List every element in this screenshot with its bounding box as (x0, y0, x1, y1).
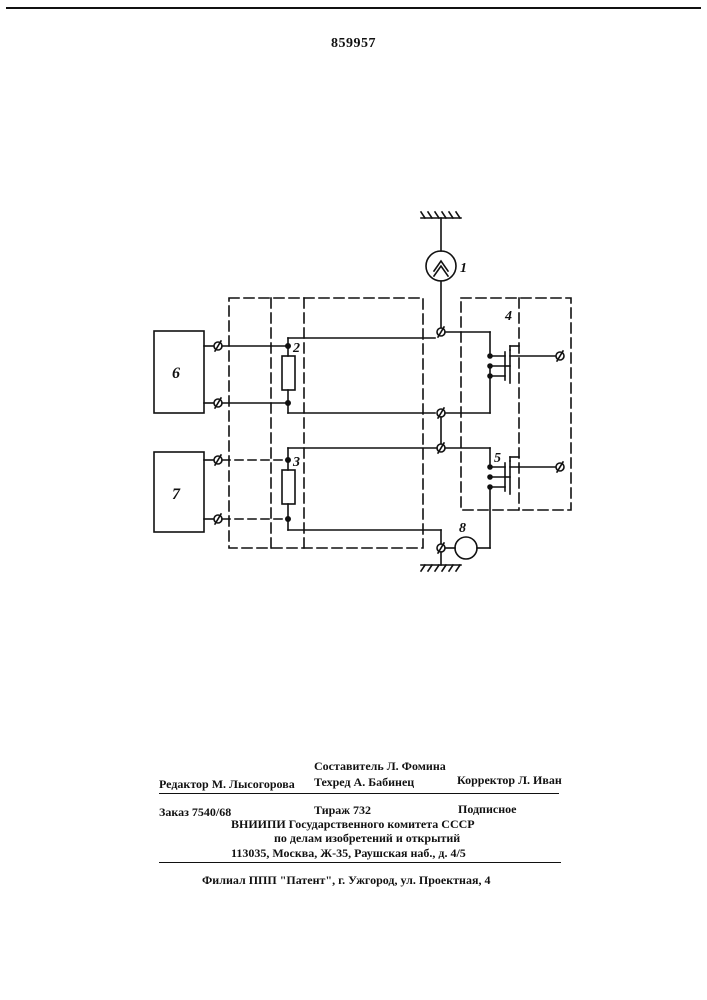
switch-5 (488, 461, 555, 548)
imprint-tech-editor: Техред А. Бабинец (314, 775, 414, 789)
imprint-subscription: Подписное (458, 802, 516, 816)
imprint-order: Заказ 7540/68 (159, 805, 231, 819)
label-meter-8: 8 (459, 521, 466, 536)
ground-symbol-bottom (421, 565, 461, 571)
meter-8 (455, 537, 477, 559)
imprint-org-line1: ВНИИПИ Государственного комитета СССР (231, 817, 475, 831)
label-resistor-3: 3 (292, 455, 300, 470)
imprint-rule-upper (159, 793, 559, 794)
dashed-enclosure-switches (461, 298, 571, 510)
label-source-1: 1 (460, 261, 467, 276)
imprint-branch: Филиал ППП "Патент", г. Ужгород, ул. Про… (202, 873, 490, 887)
ground-symbol-top (421, 212, 461, 251)
imprint-compiler: Составитель Л. Фомина (314, 759, 446, 773)
switch-4 (488, 350, 555, 413)
imprint-address: 113035, Москва, Ж-35, Раушская наб., д. … (231, 846, 466, 860)
imprint-corrector: Корректор Л. Иван (457, 773, 562, 787)
label-switch-4: 4 (504, 309, 512, 324)
label-block-7: 7 (172, 486, 181, 503)
imprint-circulation: Тираж 732 (314, 803, 371, 817)
current-source-1 (426, 251, 456, 327)
imprint-rule-lower (159, 862, 561, 863)
imprint-org-line2: по делам изобретений и открытий (274, 831, 460, 845)
label-resistor-2: 2 (292, 341, 300, 356)
label-switch-5: 5 (494, 451, 501, 466)
dashed-enclosure-main (229, 298, 423, 548)
imprint-editor: Редактор М. Лысогорова (159, 777, 295, 791)
label-block-6: 6 (172, 365, 180, 382)
